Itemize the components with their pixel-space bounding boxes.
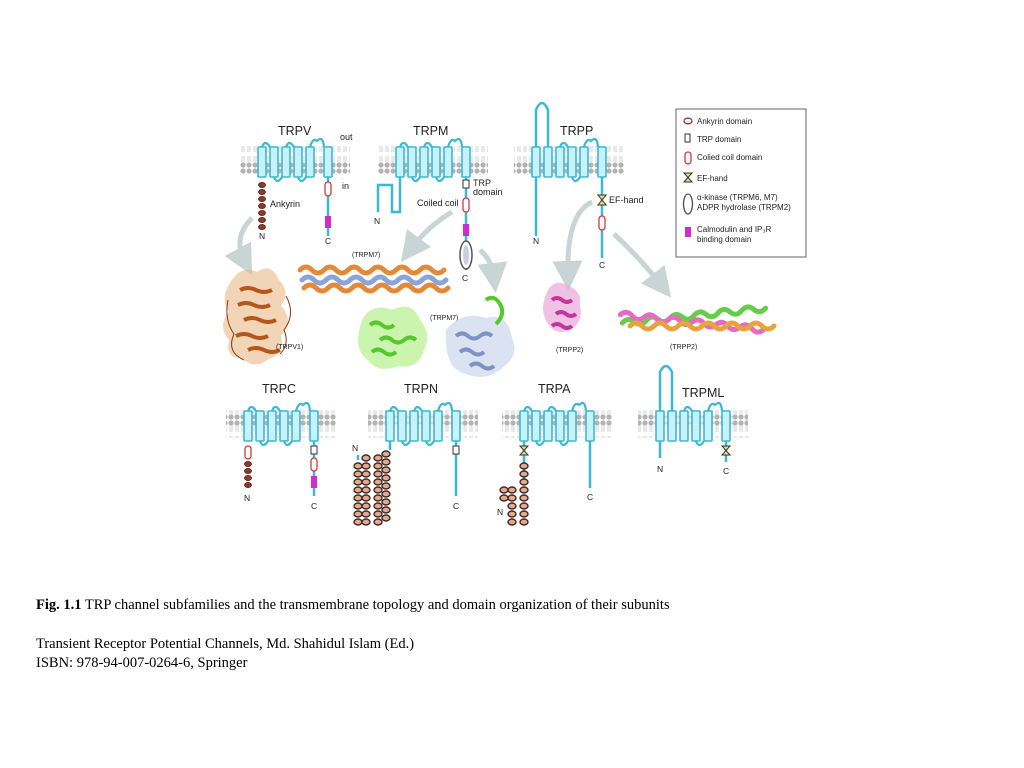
trpc-n: N bbox=[244, 493, 250, 503]
coiled-coil-label: Coiled coil bbox=[417, 198, 459, 208]
trpn-topology: TRPN N bbox=[352, 382, 478, 526]
trpp2-label-b: (TRPP2) bbox=[670, 344, 697, 351]
trpv-loops bbox=[260, 137, 326, 183]
trpp-coiled-coil bbox=[598, 215, 606, 231]
ef-hand-label: EF-hand bbox=[609, 195, 644, 205]
trpp-extracellular-loop bbox=[534, 101, 550, 147]
trpn-helices bbox=[385, 410, 461, 442]
trpp2-coiled-coil-structure: (TRPP2) bbox=[617, 304, 777, 351]
trpn-c: C bbox=[453, 501, 459, 511]
trpv-n: N bbox=[259, 231, 265, 241]
trpm-helices bbox=[395, 146, 471, 178]
trpv-topology: TRPV out in Ankyrin N C bbox=[240, 124, 353, 246]
legend-kinase-icon bbox=[682, 193, 694, 215]
out-label: out bbox=[340, 132, 353, 142]
legend-coiled-icon bbox=[684, 151, 692, 165]
legend-calmodulin-icon bbox=[685, 227, 691, 237]
caption-line: Fig. 1.1 TRP channel subfamilies and the… bbox=[36, 596, 996, 615]
legend-trp: TRP domain bbox=[697, 135, 741, 144]
structure-arrows bbox=[224, 199, 672, 298]
legend-efhand: EF-hand bbox=[697, 174, 728, 183]
legend-ankyrin: Ankyrin domain bbox=[697, 117, 752, 126]
trpv-c: C bbox=[325, 236, 331, 246]
trpv-title: TRPV bbox=[278, 124, 312, 138]
trpp-title: TRPP bbox=[560, 124, 593, 138]
trpc-c: C bbox=[311, 501, 317, 511]
trpm-topology: TRPM N TRP domain Coiled coil C bbox=[374, 124, 503, 283]
trpml-title: TRPML bbox=[682, 386, 724, 400]
trpm7-kinase-structure: (TRPM7) bbox=[358, 295, 515, 377]
trpp-c: C bbox=[599, 260, 605, 270]
legend-coiled: Colied coil domain bbox=[697, 153, 762, 162]
trpm7-label-b: (TRPM7) bbox=[430, 315, 458, 322]
trpp-loops bbox=[558, 137, 600, 183]
trpm-n-tail bbox=[376, 177, 402, 214]
trpv-calmodulin bbox=[325, 216, 331, 228]
trpp-ef-hand bbox=[596, 194, 608, 206]
trpv-ankyrin-repeats bbox=[258, 181, 266, 230]
trpa-n: N bbox=[497, 507, 503, 517]
trpml-c: C bbox=[723, 466, 729, 476]
trpa-ankyrin-repeats bbox=[499, 462, 529, 526]
legend-kinase-1: α-kinase (TRPM6, M7) bbox=[697, 193, 778, 202]
legend-calmodulin-2: binding domain bbox=[697, 235, 751, 244]
trpm-calmodulin bbox=[463, 224, 469, 236]
trpm-coiled-coil bbox=[462, 197, 470, 213]
legend-trp-icon bbox=[684, 133, 691, 143]
trpm7-coiled-coil-structure: (TRPM7) bbox=[297, 252, 451, 294]
trpp-n: N bbox=[533, 236, 539, 246]
trpa-title: TRPA bbox=[538, 382, 571, 396]
figure-caption: Fig. 1.1 TRP channel subfamilies and the… bbox=[36, 596, 996, 673]
legend-box bbox=[675, 108, 807, 258]
trpm-title: TRPM bbox=[413, 124, 448, 138]
trpn-ankyrin-repeats bbox=[353, 450, 391, 526]
trpm7-label-a: (TRPM7) bbox=[352, 252, 380, 259]
trpa-topology: TRPA N C bbox=[497, 382, 612, 526]
trpm-c: C bbox=[462, 273, 468, 283]
isbn-line: ISBN: 978-94-007-0264-6, Springer bbox=[36, 655, 248, 671]
trpn-n: N bbox=[352, 443, 358, 453]
trpc-helices bbox=[243, 410, 319, 442]
legend-efhand-icon bbox=[682, 172, 694, 183]
trpml-n: N bbox=[657, 464, 663, 474]
trpm-loops bbox=[398, 137, 464, 183]
trpc-topology: TRPC N C bbox=[226, 382, 336, 511]
trpa-c: C bbox=[587, 492, 593, 502]
figure-number: Fig. 1.1 bbox=[36, 597, 82, 613]
in-label: in bbox=[342, 181, 349, 191]
trpml-helices bbox=[655, 410, 731, 442]
trpv-coiled-coil bbox=[324, 181, 332, 197]
legend-ankyrin-icon bbox=[683, 117, 693, 125]
figure-description: TRP channel subfamilies and the transmem… bbox=[81, 597, 670, 613]
trpm-trp-domain bbox=[462, 179, 470, 189]
trpp-topology: TRPP N EF-hand C bbox=[514, 101, 644, 270]
trpml-topology: TRPML N C bbox=[638, 364, 748, 476]
legend-kinase-2: ADPR hydrolase (TRPM2) bbox=[697, 203, 791, 212]
trpp2-ef-structure: (TRPP2) bbox=[543, 282, 583, 354]
ankyrin-label: Ankyrin bbox=[270, 199, 300, 209]
trpp2-label-a: (TRPP2) bbox=[556, 347, 583, 354]
legend-calmodulin-1: Calmodulin and IP₃R bbox=[697, 225, 772, 234]
trpn-title: TRPN bbox=[404, 382, 438, 396]
trp-domain-label-2: domain bbox=[473, 187, 503, 197]
trpm-n: N bbox=[374, 216, 380, 226]
trpc-title: TRPC bbox=[262, 382, 296, 396]
trpv1-label: (TRPV1) bbox=[276, 344, 303, 351]
trp-domain-label-1: TRP bbox=[473, 178, 491, 188]
trpv1-structure: (TRPV1) bbox=[223, 268, 303, 365]
legend: Ankyrin domain TRP domain Colied coil do… bbox=[675, 108, 807, 258]
book-citation: Transient Receptor Potential Channels, M… bbox=[36, 636, 415, 652]
